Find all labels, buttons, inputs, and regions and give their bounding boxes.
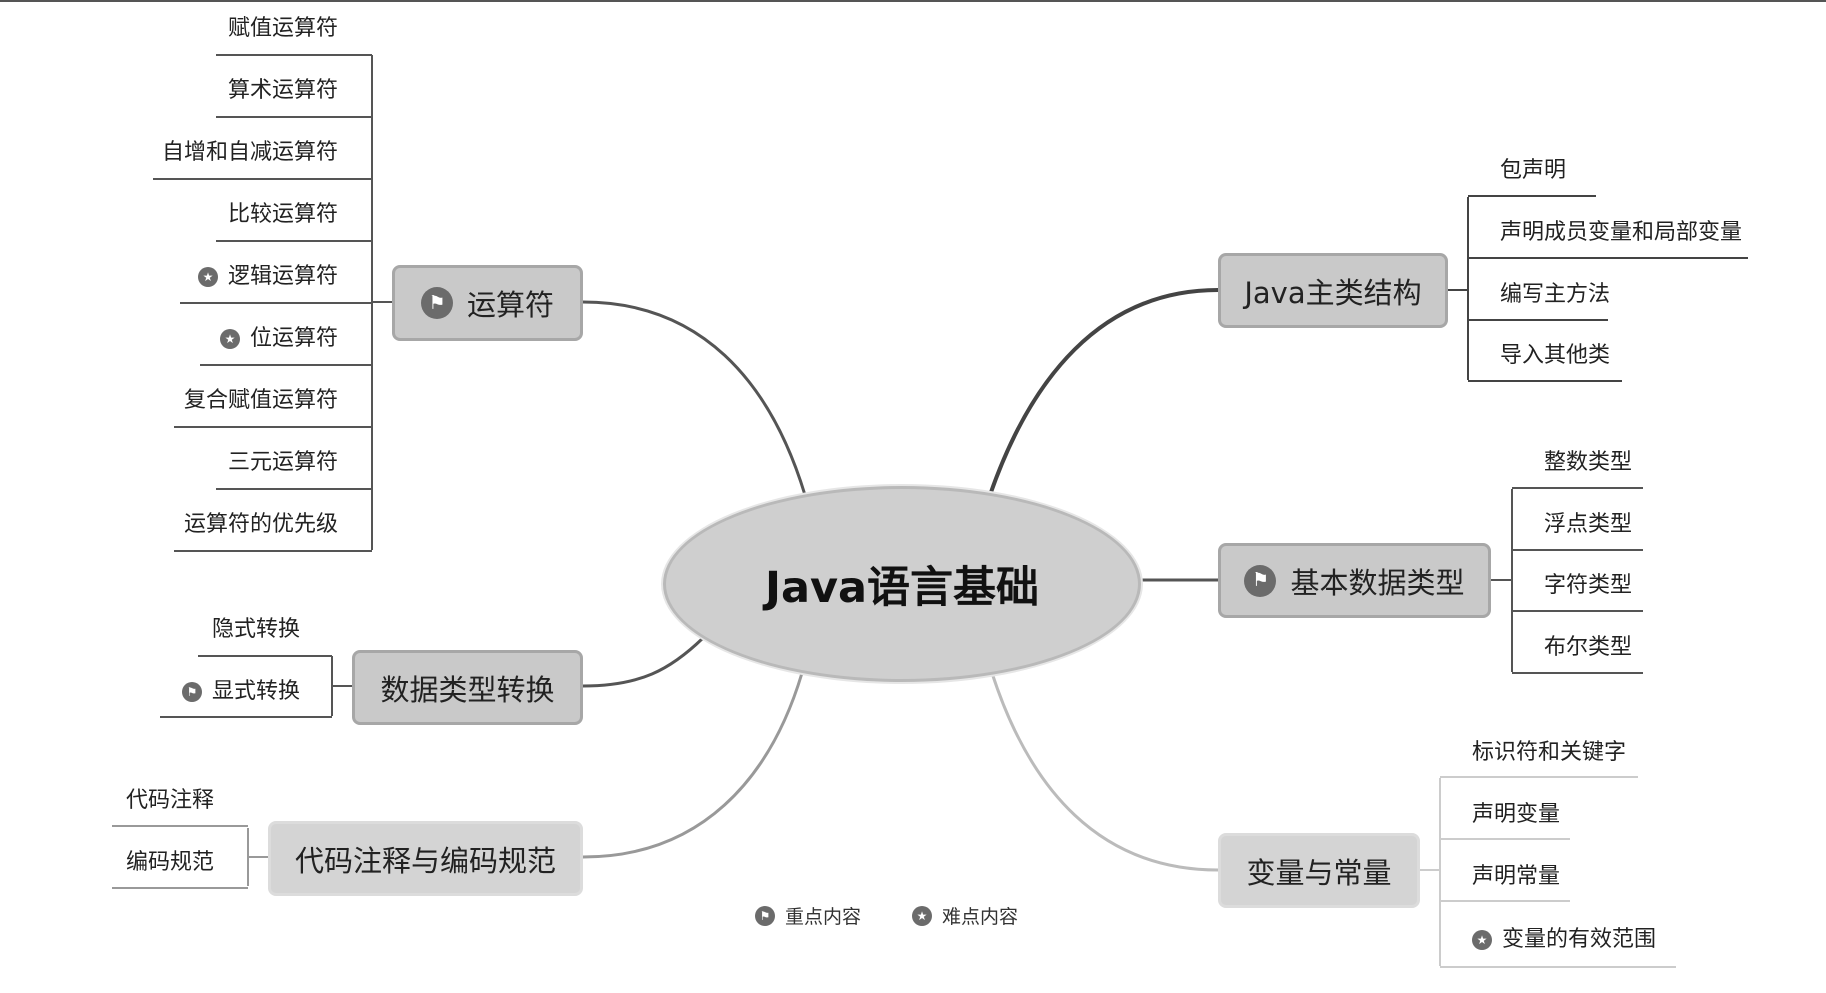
- leaf-label: 标识符和关键字: [1472, 740, 1627, 765]
- leaf-boolean-type[interactable]: 布尔类型: [1544, 633, 1632, 663]
- leaf-code-comments[interactable]: 代码注释: [126, 786, 214, 816]
- topic-comments-style[interactable]: 代码注释与编码规范: [268, 821, 583, 896]
- leaf-label: 变量的有效范围: [1502, 927, 1657, 952]
- variables-bracket: [1420, 776, 1676, 968]
- leaf-operator-precedence[interactable]: 运算符的优先级: [184, 510, 338, 540]
- main-class-bracket: [1448, 195, 1748, 382]
- leaf-label: 位运算符: [249, 326, 338, 351]
- topic-label: 数据类型转换: [380, 672, 555, 707]
- leaf-label: 代码注释: [126, 788, 215, 813]
- flag-icon: ⚑: [1244, 564, 1277, 597]
- topic-label: 变量与常量: [1246, 855, 1392, 890]
- legend-label: 重点内容: [785, 906, 862, 928]
- leaf-main-method[interactable]: 编写主方法: [1500, 280, 1610, 310]
- type-conversion-bracket: [160, 655, 352, 718]
- leaf-import-classes[interactable]: 导入其他类: [1500, 341, 1610, 371]
- leaf-comparison-operator[interactable]: 比较运算符: [228, 200, 338, 230]
- topic-type-conversion[interactable]: 数据类型转换: [352, 650, 583, 725]
- topic-label: Java主类结构: [1244, 275, 1422, 310]
- leaf-assignment-operator[interactable]: 赋值运算符: [228, 14, 338, 44]
- leaf-integer-type[interactable]: 整数类型: [1544, 448, 1632, 478]
- flag-icon: ⚑: [420, 287, 453, 319]
- leaf-label: 自增和自减运算符: [161, 140, 338, 165]
- leaf-label: 复合赋值运算符: [183, 388, 338, 413]
- leaf-label: 字符类型: [1544, 573, 1633, 598]
- basic-types-bracket: [1491, 487, 1643, 674]
- topic-label: 代码注释与编码规范: [294, 843, 556, 878]
- leaf-coding-standards[interactable]: 编码规范: [126, 848, 214, 878]
- operators-bracket: [153, 54, 394, 552]
- leaf-explicit-conversion[interactable]: ⚑ 显式转换: [181, 677, 300, 707]
- topic-variables[interactable]: 变量与常量: [1218, 833, 1420, 908]
- leaf-char-type[interactable]: 字符类型: [1544, 571, 1632, 601]
- star-icon: ★: [1472, 930, 1492, 950]
- leaf-label: 显式转换: [211, 679, 300, 704]
- leaf-increment-operator[interactable]: 自增和自减运算符: [162, 138, 338, 168]
- leaf-declare-constant[interactable]: 声明常量: [1472, 862, 1560, 892]
- topic-label: 运算符: [466, 288, 554, 322]
- leaf-float-type[interactable]: 浮点类型: [1544, 510, 1632, 540]
- legend-label: 难点内容: [942, 906, 1019, 928]
- top-border: [0, 0, 1826, 2]
- leaf-ternary-operator[interactable]: 三元运算符: [228, 448, 338, 478]
- star-icon: ★: [912, 905, 932, 926]
- leaf-label: 三元运算符: [227, 450, 338, 475]
- leaf-label: 隐式转换: [211, 617, 300, 642]
- leaf-label: 声明成员变量和局部变量: [1500, 220, 1743, 245]
- flag-icon: ⚑: [181, 682, 202, 702]
- comments-bracket: [112, 825, 268, 889]
- topic-operators[interactable]: ⚑ 运算符: [392, 265, 583, 341]
- leaf-label: 导入其他类: [1500, 343, 1611, 368]
- leaf-package-declaration[interactable]: 包声明: [1500, 156, 1566, 186]
- leaf-variable-scope[interactable]: ★ 变量的有效范围: [1472, 925, 1656, 955]
- leaf-label: 浮点类型: [1544, 512, 1633, 537]
- central-topic[interactable]: Java语言基础: [663, 486, 1141, 682]
- leaf-label: 布尔类型: [1544, 635, 1633, 660]
- leaf-label: 声明变量: [1472, 802, 1561, 827]
- leaf-label: 赋值运算符: [227, 16, 338, 41]
- flag-icon: ⚑: [755, 905, 775, 926]
- leaf-label: 编码规范: [126, 850, 215, 875]
- leaf-label: 运算符的优先级: [183, 512, 338, 537]
- leaf-declare-variable[interactable]: 声明变量: [1472, 800, 1560, 830]
- branch-comments: [582, 672, 804, 859]
- leaf-member-local-variables[interactable]: 声明成员变量和局部变量: [1500, 218, 1742, 248]
- leaf-label: 算术运算符: [227, 78, 338, 103]
- leaf-label: 整数类型: [1544, 450, 1633, 475]
- branch-type-conversion: [582, 636, 705, 688]
- branch-variables: [990, 672, 1219, 872]
- leaf-label: 逻辑运算符: [227, 264, 338, 289]
- star-icon: ★: [197, 267, 218, 287]
- star-icon: ★: [219, 329, 240, 349]
- leaf-label: 比较运算符: [227, 202, 338, 227]
- leaf-implicit-conversion[interactable]: 隐式转换: [212, 615, 300, 645]
- leaf-label: 编写主方法: [1500, 282, 1611, 307]
- topic-label: 基本数据类型: [1290, 565, 1465, 600]
- leaf-bitwise-operator[interactable]: ★ 位运算符: [219, 324, 338, 354]
- leaf-label: 声明常量: [1472, 864, 1561, 889]
- leaf-logical-operator[interactable]: ★ 逻辑运算符: [197, 262, 338, 292]
- legend-difficult-content: ★ 难点内容: [912, 902, 1018, 929]
- leaf-label: 包声明: [1500, 158, 1567, 183]
- branch-operators: [582, 300, 807, 496]
- leaf-identifiers-keywords[interactable]: 标识符和关键字: [1472, 738, 1626, 768]
- topic-main-class[interactable]: Java主类结构: [1218, 253, 1448, 328]
- branch-main-class: [988, 288, 1219, 496]
- legend-key-content: ⚑ 重点内容: [755, 902, 861, 929]
- leaf-compound-assignment-operator[interactable]: 复合赋值运算符: [184, 386, 338, 416]
- topic-basic-types[interactable]: ⚑ 基本数据类型: [1218, 543, 1491, 618]
- leaf-arithmetic-operator[interactable]: 算术运算符: [228, 76, 338, 106]
